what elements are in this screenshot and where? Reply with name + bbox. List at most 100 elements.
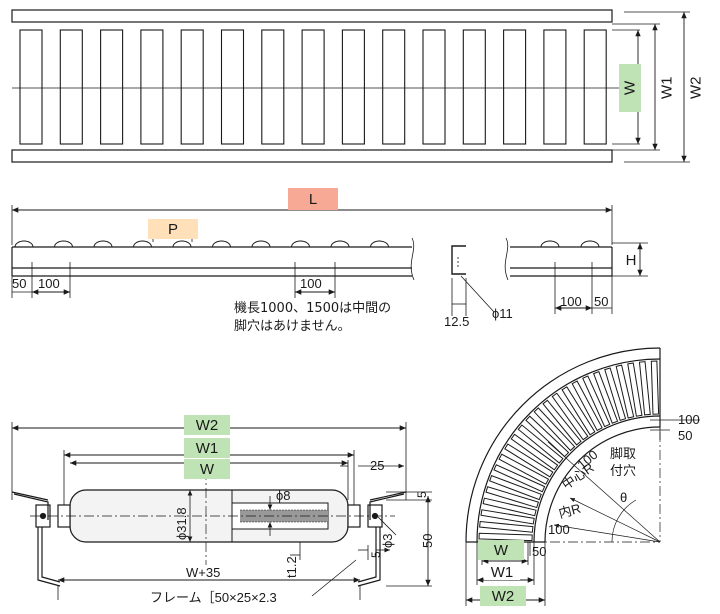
- dim-50-curve-right: 50: [678, 428, 692, 443]
- dim-100-mid: 100: [300, 276, 322, 291]
- dim-phi31-8: ϕ31.8: [174, 507, 189, 540]
- curve-roller: [571, 380, 603, 432]
- dim-25: 25: [370, 458, 384, 473]
- dim-phi8: ϕ8: [276, 488, 291, 503]
- curve-roller: [627, 362, 643, 417]
- top-roller: [140, 29, 164, 145]
- top-roller: [462, 29, 486, 145]
- top-roller: [583, 29, 607, 145]
- text-labels: 50 100 100 100 50 12.5 ϕ11 25 ϕ8 ϕ31.8 t…: [12, 276, 700, 605]
- top-roller: [180, 29, 204, 145]
- side-roller: [133, 240, 152, 248]
- top-frame-upper: [11, 9, 613, 23]
- leg-hole-line1: 脚取: [610, 446, 636, 461]
- curve-roller: [482, 497, 537, 517]
- dim-t1-2: t1.2: [284, 556, 299, 578]
- top-label-w1: W1: [656, 64, 678, 112]
- dim-100-left: 100: [38, 276, 60, 291]
- curve-roller: [533, 407, 576, 452]
- top-roller: [503, 29, 527, 145]
- dim-w-plus-35: W+35: [186, 565, 220, 580]
- dim-50-right: 50: [594, 294, 608, 309]
- side-label-l: L: [288, 188, 338, 210]
- curve-roller: [592, 370, 619, 424]
- side-view: [11, 205, 648, 316]
- curve-roller: [478, 532, 533, 542]
- curve-roller: [510, 433, 559, 471]
- side-label-h: H: [625, 251, 637, 269]
- curve-roller: [582, 375, 611, 428]
- dim-phi11: ϕ11: [492, 306, 513, 321]
- side-roller: [580, 240, 600, 248]
- curve-roller: [488, 474, 542, 501]
- curve-roller: [504, 443, 554, 478]
- top-roller: [220, 29, 245, 145]
- side-roller: [93, 240, 113, 248]
- curve-roller: [561, 386, 596, 436]
- side-roller: [251, 240, 271, 248]
- curve-outer-frame: [465, 347, 661, 543]
- note-line-1: 機長1000、1500は中間の: [234, 301, 392, 316]
- side-roller: [212, 240, 231, 248]
- curve-label-w1: W1: [484, 564, 520, 581]
- side-roller: [370, 240, 389, 248]
- curve-roller: [517, 424, 564, 464]
- curve-roller: [615, 364, 635, 419]
- curve-roller: [604, 367, 627, 421]
- curve-roller: [493, 464, 546, 493]
- curve-label-w: W: [478, 540, 524, 560]
- dim-50-curve-bottom: 50: [532, 544, 546, 559]
- curve-roller: [650, 360, 660, 415]
- dim-50: 50: [420, 534, 435, 548]
- top-roller: [382, 29, 406, 145]
- dim-100-curve-bottom: 100: [548, 522, 570, 537]
- curve-label-w2: W2: [480, 586, 526, 606]
- curve-roller: [479, 520, 534, 533]
- side-label-p: P: [148, 219, 198, 239]
- curve-roller: [638, 361, 651, 416]
- theta-label: θ: [620, 490, 627, 505]
- top-roller: [59, 29, 83, 145]
- curve-roller: [485, 486, 539, 509]
- top-rollers: [19, 29, 607, 145]
- roller-label-w: W: [184, 459, 230, 479]
- top-view: [11, 9, 690, 163]
- top-roller: [100, 29, 124, 145]
- curve-roller: [551, 392, 589, 441]
- dim-50-left: 50: [12, 276, 26, 291]
- top-roller: [543, 29, 567, 145]
- top-roller: [261, 29, 285, 145]
- side-roller: [54, 240, 73, 248]
- curve-roller: [498, 453, 550, 485]
- frame-note: フレーム［50×25×2.3: [150, 590, 277, 605]
- top-roller: [341, 29, 365, 145]
- note-line-2: 脚穴はあけません。: [234, 319, 351, 334]
- dim-100-curve-right: 100: [678, 412, 700, 427]
- top-label-w: W: [619, 64, 641, 112]
- side-roller: [291, 240, 310, 248]
- roller-label-w2: W2: [184, 415, 230, 435]
- top-roller: [19, 29, 43, 145]
- side-roller: [540, 240, 560, 248]
- curve-roller: [480, 509, 535, 525]
- curve-roller: [542, 399, 582, 446]
- side-rollers: [14, 240, 600, 248]
- dim-phi3: ϕ3: [380, 533, 395, 548]
- curve-view: [465, 347, 700, 606]
- top-roller: [422, 29, 446, 145]
- curve-roller: [525, 415, 570, 458]
- dim-100-right: 100: [560, 294, 582, 309]
- curve-rollers: [478, 360, 660, 542]
- leg-hole-line2: 付穴: [610, 463, 636, 478]
- dim-12-5: 12.5: [444, 314, 469, 329]
- roller-view: [11, 422, 432, 600]
- side-roller: [14, 240, 34, 248]
- top-label-w2: W2: [685, 64, 707, 112]
- inner-r-label: 内R: [557, 501, 583, 521]
- dim-5-bottom: 5: [369, 551, 383, 558]
- top-roller: [301, 29, 325, 145]
- side-roller: [330, 240, 350, 248]
- dim-5-top: 5: [415, 491, 429, 498]
